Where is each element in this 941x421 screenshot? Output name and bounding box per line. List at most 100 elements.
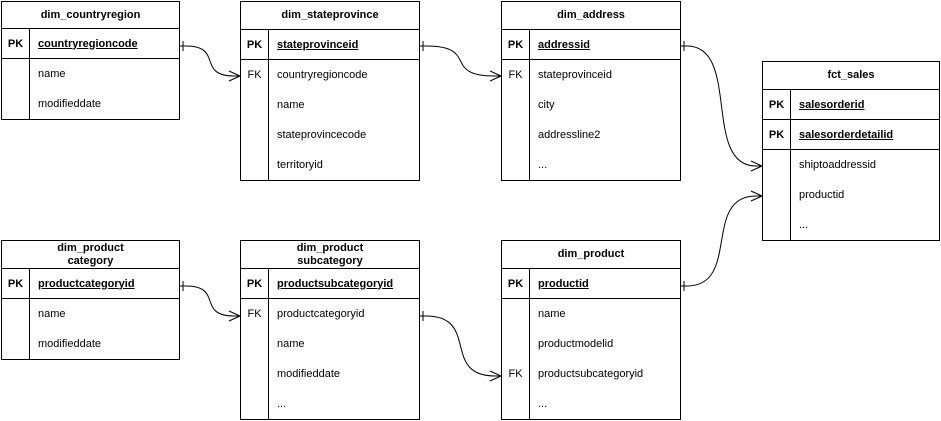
row-key-label [502,90,529,120]
row-key-label: FK [508,69,523,81]
crowsfoot-lower-address-to-sales [750,165,763,172]
row-field-name: salesorderid [799,98,865,111]
entity-attribute-row[interactable]: addressline2 [502,120,680,150]
row-key-label [502,150,529,180]
entity-attribute-row[interactable]: ... [502,150,680,180]
crowsfoot-upper-product-to-sales [750,190,763,197]
crowsfoot-lower-productcategory-to-subcategory [228,315,241,322]
row-key-label [2,59,29,89]
row-field-name: name [277,338,305,350]
entity-attribute-row[interactable]: FK stateprovinceid [502,60,680,90]
entity-attribute-row[interactable]: stateprovincecode [241,120,419,150]
row-field-name: addressid [538,38,590,51]
row-key-label: PK [246,277,263,290]
entity-attribute-row[interactable]: modifieddate [2,89,179,119]
row-field-name: stateprovinceid [277,38,359,51]
row-key-label [241,389,268,419]
entity-key-row[interactable]: PK productid [502,269,680,299]
crowsfoot-upper-address-to-sales [750,160,763,167]
entity-key-row[interactable]: PK salesorderdetailid [763,120,939,150]
entity-attribute-row[interactable]: ... [763,210,939,240]
row-key-label [241,150,268,180]
entity-attribute-row[interactable]: name [2,299,179,329]
key-column-divider [790,90,791,240]
crowsfoot-lower-subcategory-to-product [489,375,502,382]
entity-title: dim_stateprovince [241,2,419,30]
entity-attribute-block: FK stateprovinceid city addressline2... [502,60,680,180]
row-field-name: ... [538,398,548,410]
row-field-name: name [277,99,305,111]
connector-countryregion-to-stateprovince [185,45,235,77]
row-field-name: productid [538,277,589,290]
row-key-label [763,150,790,180]
entity-attribute-row[interactable]: city [502,90,680,120]
row-field-name: city [538,99,555,111]
row-field-name: addressline2 [538,129,601,141]
row-field-name: countryregioncode [38,37,138,50]
entity-attribute-row[interactable]: productmodelid [502,329,680,359]
entity-attribute-row[interactable]: name [241,329,419,359]
entity-attribute-row[interactable]: ... [241,389,419,419]
row-field-name: ... [538,159,548,171]
row-key-label [241,359,268,389]
crowsfoot-lower-countryregion-to-stateprovince [228,75,241,82]
entity-attribute-row[interactable]: ... [502,389,680,419]
row-field-name: modifieddate [38,98,101,110]
entity-attribute-row[interactable]: name [241,90,419,120]
entity-attribute-row[interactable]: territoryid [241,150,419,180]
entity-attribute-block: name modifieddate [2,299,179,359]
row-field-name: productcategoryid [38,277,135,290]
row-key-label [2,89,29,119]
row-field-name: productcategoryid [277,308,365,320]
entity-attribute-row[interactable]: modifieddate [241,359,419,389]
row-key-label: PK [246,38,263,51]
entity-attribute-row[interactable]: shiptoaddressid [763,150,939,180]
entity-attribute-row[interactable]: name [2,59,179,89]
entity-key-row[interactable]: PK productcategoryid [2,269,179,299]
row-field-name: countryregioncode [277,69,368,81]
row-key-label [502,299,529,329]
connector-address-to-sales [686,45,757,167]
crowsfoot-upper-productcategory-to-subcategory [228,310,241,317]
row-field-name: stateprovincecode [277,129,367,141]
crowsfoot-upper-countryregion-to-stateprovince [228,70,241,77]
row-key-label [241,329,268,359]
row-field-name: modifieddate [38,338,101,350]
row-key-label: PK [7,277,24,290]
row-key-label: PK [507,277,524,290]
row-key-label [241,120,268,150]
key-column-divider [268,269,269,419]
entity-attribute-row[interactable]: name [502,299,680,329]
row-field-name: stateprovinceid [538,69,612,81]
entity-title: dim_product category [2,241,179,269]
row-key-label: PK [768,128,785,141]
row-field-name: ... [277,398,287,410]
row-key-label [241,90,268,120]
row-field-name: territoryid [277,159,323,171]
entity-attribute-row[interactable]: modifieddate [2,329,179,359]
entity-key-row[interactable]: PK stateprovinceid [241,30,419,60]
entity-attribute-row[interactable]: productid [763,180,939,210]
row-field-name: salesorderdetailid [799,128,894,141]
connector-subcategory-to-product [425,315,496,377]
